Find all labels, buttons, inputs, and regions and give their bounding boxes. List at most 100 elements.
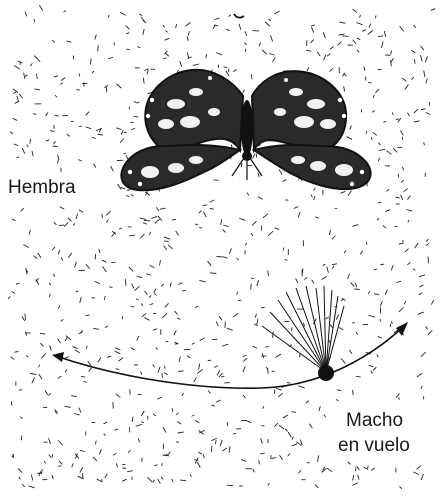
pheromone-particle xyxy=(327,468,331,471)
pheromone-particle xyxy=(172,479,173,482)
pheromone-particle xyxy=(371,371,372,374)
pheromone-particle xyxy=(19,477,20,479)
pheromone-particle xyxy=(132,417,133,421)
pheromone-particle xyxy=(251,278,253,279)
pheromone-particle xyxy=(222,376,225,377)
pheromone-particle xyxy=(353,40,356,43)
pheromone-particle xyxy=(143,29,144,34)
pheromone-particle xyxy=(372,138,373,140)
pheromone-particle xyxy=(432,300,434,304)
pheromone-particle xyxy=(178,432,183,433)
pheromone-particle xyxy=(275,228,279,229)
pheromone-particle xyxy=(217,53,222,55)
pheromone-particle xyxy=(357,23,362,25)
pheromone-particle xyxy=(243,356,246,357)
pheromone-particle xyxy=(230,249,232,254)
pheromone-particle xyxy=(123,464,126,465)
pheromone-particle xyxy=(99,250,100,253)
pheromone-particle xyxy=(113,454,116,456)
pheromone-particle xyxy=(391,60,392,66)
pheromone-particle xyxy=(269,19,271,20)
pheromone-particle xyxy=(173,219,176,220)
pheromone-particle xyxy=(166,341,168,342)
pheromone-particle xyxy=(330,325,332,328)
pheromone-particle xyxy=(179,357,180,362)
pheromone-particle xyxy=(170,283,171,287)
pheromone-particle xyxy=(190,474,191,476)
pheromone-particle xyxy=(336,315,338,319)
pheromone-particle xyxy=(368,466,369,469)
pheromone-particle xyxy=(311,40,314,43)
pheromone-particle xyxy=(26,356,28,357)
pheromone-particle xyxy=(154,294,156,296)
pheromone-particle xyxy=(429,102,430,105)
pheromone-particle xyxy=(88,362,91,366)
pheromone-particle xyxy=(414,59,415,63)
pheromone-particle xyxy=(155,219,160,223)
pheromone-particle xyxy=(117,84,122,88)
pheromone-particle xyxy=(75,350,79,353)
pheromone-particle xyxy=(348,191,351,196)
pheromone-particle xyxy=(401,131,404,135)
pheromone-particle xyxy=(121,187,125,188)
pheromone-particle xyxy=(379,143,381,145)
pheromone-particle xyxy=(196,224,198,225)
pheromone-particle xyxy=(227,485,233,486)
pheromone-particle xyxy=(336,400,338,401)
pheromone-particle xyxy=(96,441,97,444)
pheromone-particle xyxy=(150,304,153,305)
pheromone-particle xyxy=(86,346,87,348)
pheromone-particle xyxy=(119,358,123,361)
pheromone-particle xyxy=(247,421,251,423)
pheromone-particle xyxy=(163,427,166,432)
pheromone-particle xyxy=(131,348,134,350)
pheromone-particle xyxy=(206,54,207,58)
pheromone-particle xyxy=(120,139,123,143)
pheromone-particle xyxy=(288,432,291,437)
pheromone-particle xyxy=(153,414,155,416)
pheromone-particle xyxy=(117,464,118,467)
pheromone-particle xyxy=(268,271,269,276)
pheromone-particle xyxy=(379,158,380,161)
pheromone-particle xyxy=(371,468,374,470)
pheromone-particle xyxy=(259,460,260,464)
pheromone-particle xyxy=(163,58,166,59)
pheromone-particle xyxy=(175,311,177,314)
pheromone-particle xyxy=(20,94,23,98)
pheromone-particle xyxy=(140,14,142,15)
pheromone-particle xyxy=(408,263,411,265)
pheromone-particle xyxy=(94,164,96,167)
pheromone-particle xyxy=(122,479,126,481)
pheromone-particle xyxy=(103,267,107,272)
pheromone-particle xyxy=(145,318,150,321)
pheromone-particle xyxy=(338,42,341,45)
pheromone-particle xyxy=(134,116,138,117)
pheromone-particle xyxy=(22,317,25,321)
pheromone-particle xyxy=(37,58,40,62)
pheromone-particle xyxy=(165,304,168,308)
pheromone-particle xyxy=(299,471,301,473)
pheromone-particle xyxy=(198,370,203,374)
pheromone-particle xyxy=(138,439,139,442)
pheromone-particle xyxy=(417,374,422,377)
pheromone-particle xyxy=(241,460,245,462)
pheromone-particle xyxy=(92,138,95,139)
pheromone-particle xyxy=(49,394,51,396)
pheromone-particle xyxy=(234,433,236,434)
pheromone-particle xyxy=(118,184,121,189)
pheromone-particle xyxy=(296,279,298,283)
pheromone-particle xyxy=(76,291,78,292)
pheromone-particle xyxy=(392,322,393,324)
pheromone-particle xyxy=(408,113,410,116)
pheromone-particle xyxy=(30,139,31,143)
pheromone-particle xyxy=(32,378,35,383)
pheromone-particle xyxy=(227,29,230,30)
pheromone-particle xyxy=(243,90,245,93)
pheromone-particle xyxy=(391,51,392,54)
pheromone-particle xyxy=(326,317,329,319)
pheromone-particle xyxy=(39,365,40,367)
pheromone-particle xyxy=(223,230,225,233)
pheromone-particle xyxy=(280,456,283,460)
pheromone-particle xyxy=(79,160,82,161)
pheromone-particle xyxy=(392,113,393,115)
